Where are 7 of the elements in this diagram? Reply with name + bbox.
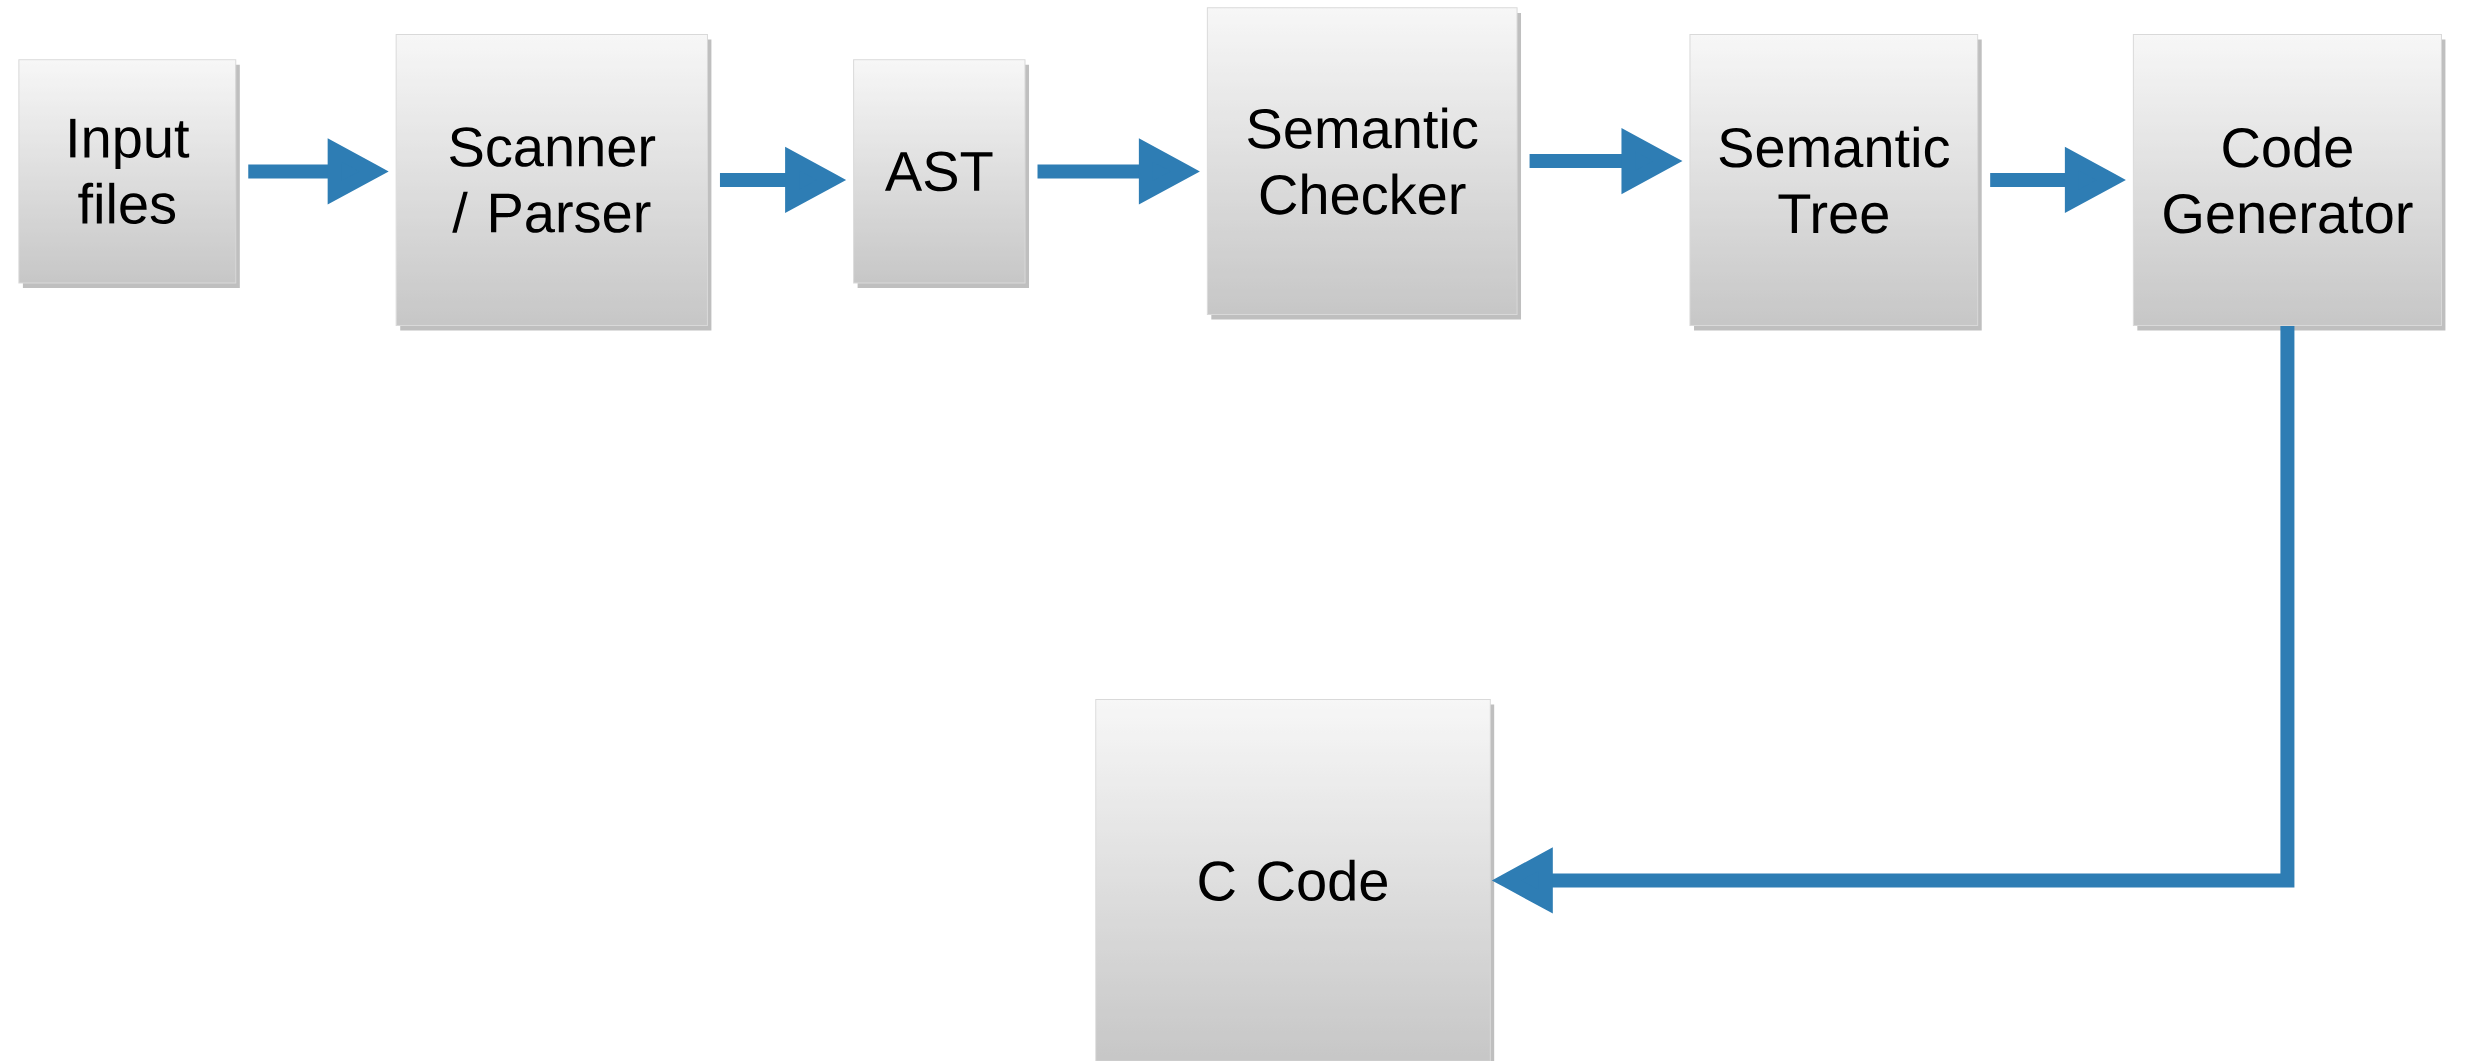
process-box: Semantic Checker — [1206, 7, 1518, 315]
process-box: C Code — [1095, 699, 1491, 1061]
process-box: AST — [853, 59, 1026, 284]
process-box: Input files — [18, 59, 237, 284]
process-box: Code Generator — [2132, 34, 2442, 326]
process-box: Semantic Tree — [1689, 34, 1979, 326]
process-box: Scanner / Parser — [395, 34, 708, 326]
